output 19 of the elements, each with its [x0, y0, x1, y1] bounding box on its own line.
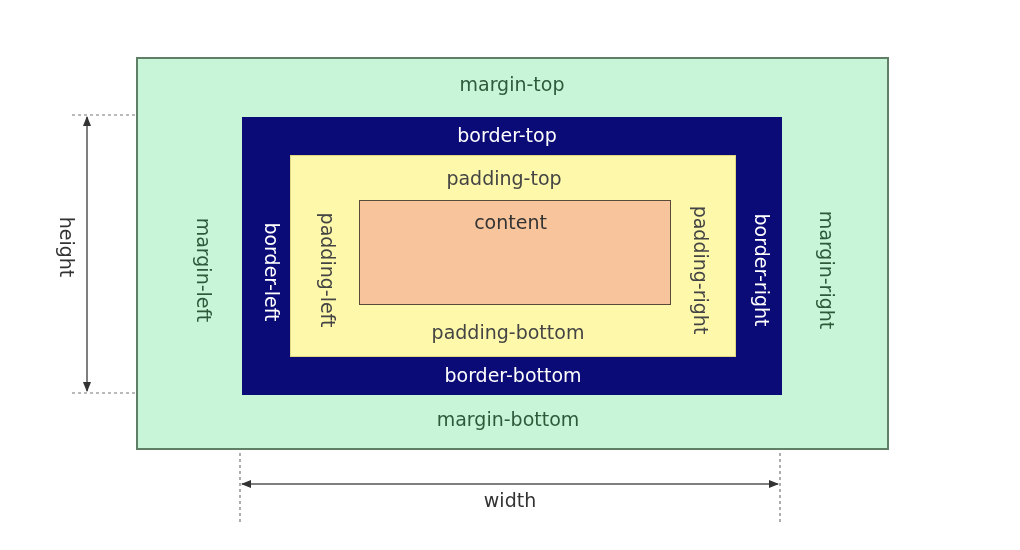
- padding-area: [290, 155, 736, 357]
- margin-area: [136, 57, 889, 450]
- area-label: border-left: [261, 222, 281, 322]
- area-label: margin-bottom: [436, 409, 580, 429]
- area-label: margin-top: [459, 74, 565, 94]
- content-area: [359, 200, 671, 305]
- dimension-label: width: [483, 490, 537, 510]
- area-label: border-top: [457, 125, 557, 145]
- border-area: [242, 117, 782, 395]
- area-label: border-bottom: [444, 365, 582, 385]
- area-label: padding-right: [690, 205, 710, 335]
- area-label: margin-left: [193, 217, 213, 323]
- area-label: padding-left: [317, 212, 337, 328]
- dimension-label: height: [56, 216, 76, 278]
- area-label: margin-right: [816, 210, 836, 330]
- area-label: content: [474, 212, 547, 231]
- area-label: padding-top: [446, 168, 562, 188]
- area-label: padding-bottom: [431, 322, 585, 342]
- area-label: border-right: [751, 213, 771, 327]
